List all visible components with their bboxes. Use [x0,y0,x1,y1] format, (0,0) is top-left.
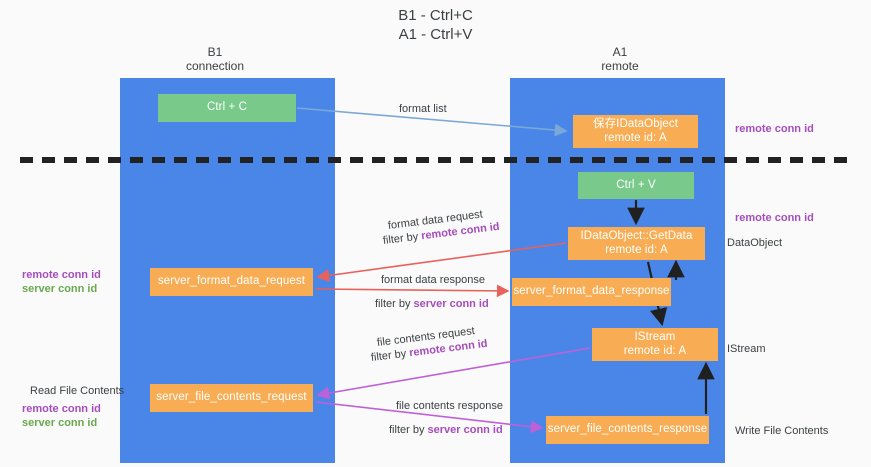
annotation-conn-ids-left-2: remote conn id server conn id [22,402,101,430]
label-file-contents-response-filter: filter by server conn id [389,424,503,436]
annotation-remote-conn-id-top: remote conn id [735,123,814,135]
box-server-format-data-response[interactable]: server_format_data_response [512,278,671,306]
annotation-read-file-contents: Read File Contents [30,385,125,397]
column-header-a1: A1 remote [601,45,639,73]
annotation-remote-conn-id: remote conn id [22,269,101,281]
annotation-conn-ids-left: remote conn id server conn id [22,268,101,296]
label-file-contents-response: file contents response [396,400,504,412]
column-header-b1: B1 connection [185,45,245,73]
annotation-remote-conn-id-mid: remote conn id [735,212,814,224]
annotation-dataobject: DataObject [727,237,783,249]
filter-key-server-conn-id: server conn id [427,424,503,436]
annotation-istream: IStream [727,343,766,355]
box-server-format-data-request[interactable]: server_format_data_request [150,268,313,296]
page-title: B1 - Ctrl+C A1 - Ctrl+V [398,7,473,43]
filter-prefix: filter by [382,230,422,247]
box-saved-idataobject[interactable]: 保存IDataObject remote id: A [573,115,698,148]
box-server-file-contents-request[interactable]: server_file_contents_request [150,384,313,412]
label-format-data-response: format data response [381,274,485,286]
box-ctrl-c[interactable]: Ctrl + C [158,94,296,122]
annotation-write-file-contents: Write File Contents [735,425,829,437]
box-idataobject-getdata[interactable]: IDataObject::GetData remote id: A [568,227,705,260]
filter-prefix: filter by [389,424,428,436]
box-istream[interactable]: IStream remote id: A [592,328,718,361]
annotation-remote-conn-id: remote conn id [22,403,101,415]
filter-prefix: filter by [375,298,414,310]
label-format-data-response-filter: filter by server conn id [375,298,489,310]
annotation-server-conn-id: server conn id [22,417,98,429]
box-ctrl-v[interactable]: Ctrl + V [578,172,694,199]
annotation-server-conn-id: server conn id [22,283,98,295]
label-format-list: format list [399,103,447,115]
filter-prefix: filter by [370,347,410,364]
phase-divider [20,157,855,163]
filter-key-server-conn-id: server conn id [413,298,489,310]
box-server-file-contents-response[interactable]: server_file_contents_response [546,416,709,444]
